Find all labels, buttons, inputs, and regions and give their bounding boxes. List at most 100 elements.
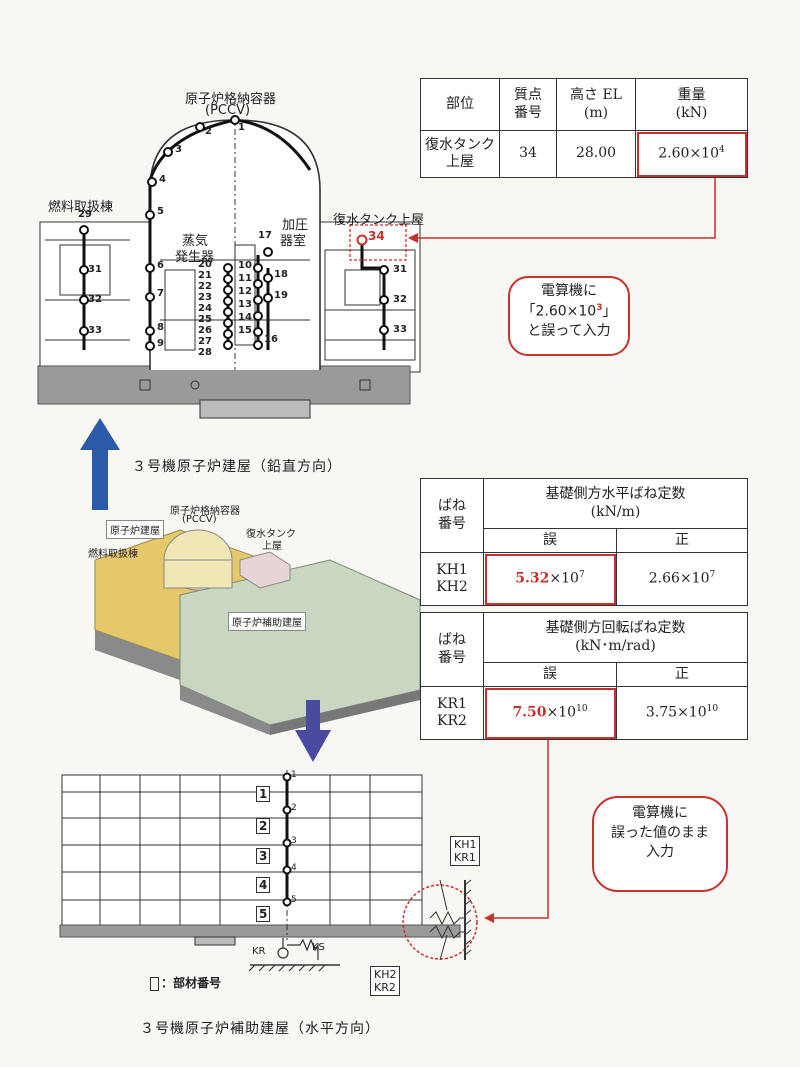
node-label: 4 — [159, 174, 166, 185]
node-label: 20 — [198, 259, 212, 270]
iso-pccv-abbrev: (PCCV) — [182, 514, 217, 525]
h-node-label: 1 — [291, 770, 297, 780]
node-label: 7 — [157, 288, 164, 299]
node-label: 32 — [393, 294, 407, 305]
node-label: 6 — [157, 260, 164, 271]
node-label: 31 — [88, 264, 102, 275]
node-label: 33 — [88, 325, 102, 336]
node-label: 26 — [198, 325, 212, 336]
horizontal-nodes — [282, 772, 292, 907]
spring-h-wrong-header: 誤 — [483, 528, 617, 553]
iso-pccv-label: 原子炉格納容器 — [170, 506, 240, 517]
h-node-label: 5 — [291, 895, 297, 905]
node-label: 17 — [258, 230, 272, 241]
spring-r-wrong-value: 7.50×1010 — [483, 686, 617, 740]
member-label: 3 — [256, 848, 271, 864]
iso-tank-label-2: 上屋 — [262, 541, 282, 552]
member-legend-box-icon — [150, 976, 159, 991]
aux-building-section — [59, 770, 461, 946]
arrow-up-icon — [80, 418, 120, 510]
pccv-label: 原子炉格納容器 — [185, 92, 277, 107]
spring-h-right-header: 正 — [616, 528, 748, 553]
node-label: 33 — [393, 324, 407, 335]
node-label: 3 — [175, 144, 182, 155]
spring-r-wrong-header: 誤 — [483, 662, 617, 687]
connector-springs — [490, 740, 549, 919]
mass-table: 部位 質点 番号 高さ EL (m) 重量 (kN) 復水タンク 上屋 34 2… — [420, 78, 748, 178]
connector-springs-arrow — [484, 913, 494, 923]
isometric-view — [94, 529, 421, 735]
node-label: 23 — [198, 292, 212, 303]
member-label: 1 — [256, 786, 271, 802]
spring-h-right-value: 2.66×107 — [616, 552, 748, 606]
ground-springs — [248, 938, 340, 972]
node-label: 2 — [205, 126, 212, 137]
member-legend: ：部材番号 — [150, 974, 221, 991]
iso-aux-building: 原子炉補助建屋 — [228, 612, 306, 631]
node-34-highlight-box — [349, 224, 407, 261]
node-label: 27 — [198, 336, 212, 347]
ks-label: KS — [312, 942, 325, 953]
node-34 — [356, 234, 368, 246]
node-label: 14 — [238, 312, 252, 323]
spring-table-rotational: ばね 番号 基礎側方回転ばね定数 (kN･m/rad) 誤 正 KR1 KR2 … — [420, 612, 748, 740]
connector-weight-arrow — [408, 233, 418, 243]
cell-height: 28.00 — [556, 130, 636, 178]
node-label: 16 — [264, 334, 278, 345]
node-label: 24 — [198, 303, 212, 314]
spring-table-horizontal: ばね 番号 基礎側方水平ばね定数 (kN/m) 誤 正 KH1 KH2 5.32… — [420, 478, 748, 606]
node-label: 28 — [198, 347, 212, 358]
h-node-label: 4 — [291, 863, 297, 873]
node-label: 1 — [238, 122, 245, 133]
node-label: 18 — [274, 269, 288, 280]
node-label: 29 — [78, 209, 92, 220]
node-label: 32 — [88, 294, 102, 305]
node-34-label: 34 — [368, 229, 385, 243]
node-label: 10 — [238, 260, 252, 271]
node-label: 22 — [198, 281, 212, 292]
node-label: 12 — [238, 286, 252, 297]
lateral-springs — [402, 879, 478, 961]
node-label: 9 — [157, 338, 164, 349]
node-label: 11 — [238, 273, 252, 284]
node-label: 5 — [157, 206, 164, 217]
cell-weight: 2.60×104 — [635, 130, 748, 178]
cell-node: 34 — [499, 130, 557, 178]
reactor-building-section — [37, 115, 421, 419]
condensate-tank-roof-label: 復水タンク上屋 — [333, 213, 425, 228]
callout-wrong-weight: 電算機に 「2.60×103」 と誤って入力 — [508, 276, 630, 356]
h-node-label: 2 — [291, 803, 297, 813]
caption-vertical: ３号機原子炉建屋（鉛直方向） — [132, 459, 342, 475]
node-label: 25 — [198, 314, 212, 325]
member-label: 2 — [256, 818, 271, 834]
iso-fuel-building: 燃料取扱棟 — [88, 549, 138, 560]
spring-h-title: 基礎側方水平ばね定数 (kN/m) — [483, 478, 748, 529]
spring-h-col-header: ばね 番号 — [420, 478, 484, 553]
node-label: 21 — [198, 270, 212, 281]
iso-reactor-building: 原子炉建屋 — [106, 520, 164, 539]
connector-weight — [412, 175, 716, 239]
steam-generator-label-2: 発生器 — [175, 250, 215, 265]
spring-h-wrong-value: 5.32×107 — [483, 552, 617, 606]
pccv-abbrev: (PCCV) — [205, 103, 251, 118]
callout-wrong-springs: 電算機に 誤った値のまま 入力 — [592, 796, 728, 892]
header-part: 部位 — [420, 78, 500, 131]
iso-tank-label: 復水タンク — [246, 529, 296, 540]
arrow-down-icon — [295, 700, 331, 762]
pressurizer-label-2: 器室 — [280, 234, 307, 249]
pressurizer-label: 加圧 — [282, 218, 309, 233]
spring-h-ids: KH1 KH2 — [420, 552, 484, 606]
model-nodes — [79, 115, 389, 351]
spring-r-col-header: ばね 番号 — [420, 612, 484, 687]
header-height: 高さ EL (m) — [556, 78, 636, 131]
h-node-label: 3 — [291, 836, 297, 846]
node-label: 31 — [393, 264, 407, 275]
node-label: 13 — [238, 299, 252, 310]
member-label: 5 — [256, 906, 271, 922]
node-label: 8 — [157, 322, 164, 333]
steam-generator-label: 蒸気 — [182, 234, 209, 249]
spring-r-right-header: 正 — [616, 662, 748, 687]
